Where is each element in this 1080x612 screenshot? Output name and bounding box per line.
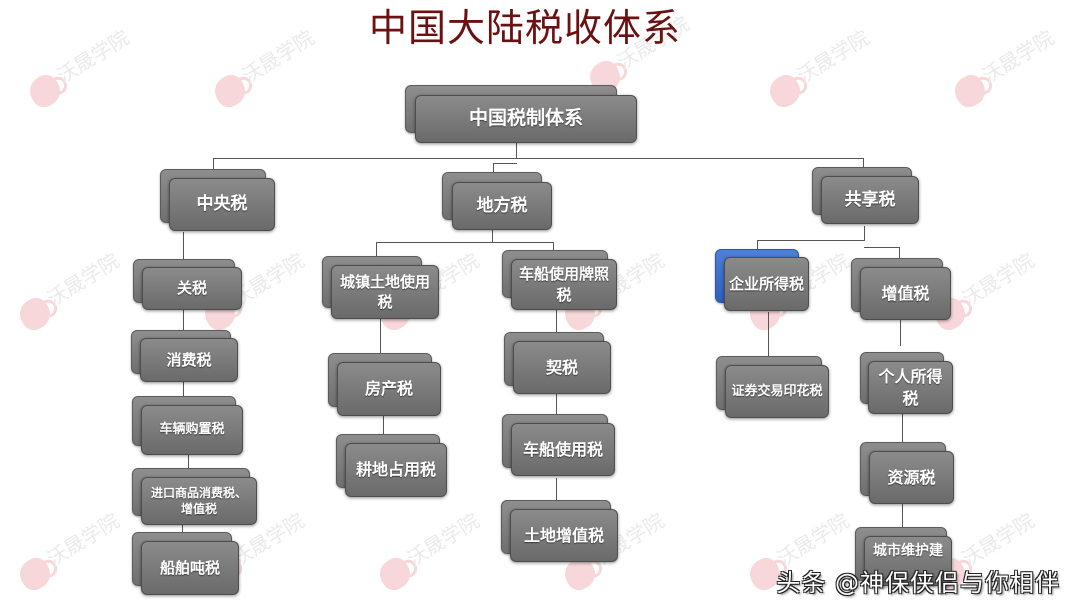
seal-logo-icon — [14, 553, 56, 595]
connector — [493, 163, 494, 173]
node-label: 关税 — [142, 267, 242, 310]
connector — [183, 232, 184, 260]
connector — [188, 455, 189, 469]
node-label: 个人所得税 — [868, 361, 953, 414]
connector — [516, 158, 864, 159]
node-label: 车船使用税 — [511, 423, 615, 476]
footer-credit: 头条 @神保侠侣与你相伴 — [776, 569, 1060, 597]
page-title: 中国大陆税收体系 — [368, 6, 681, 50]
node-label: 城镇土地使用税 — [331, 265, 439, 319]
node-label: 进口商品消费税、增值税 — [141, 477, 257, 525]
connector — [380, 318, 381, 354]
seal-logo-icon — [949, 70, 991, 112]
node-label: 共享税 — [821, 176, 919, 224]
connector — [492, 228, 493, 242]
node-label: 证券交易印花税 — [725, 365, 829, 418]
node-label: 房产税 — [337, 362, 441, 416]
node-label: 车辆购置税 — [141, 405, 243, 455]
node-label: 地方税 — [452, 182, 552, 230]
connector — [182, 523, 183, 535]
connector — [493, 163, 517, 164]
node-label: 中央税 — [169, 178, 275, 231]
node-label: 资源税 — [869, 451, 954, 504]
seal-logo-icon — [374, 553, 416, 595]
connector — [864, 226, 865, 240]
connector — [902, 502, 903, 528]
connector — [492, 242, 554, 243]
connector — [899, 247, 900, 259]
connector — [864, 247, 900, 248]
connector — [213, 158, 517, 159]
connector — [516, 142, 517, 158]
node-label: 中国税制体系 — [415, 95, 637, 143]
connector — [183, 310, 184, 332]
node-label: 消费税 — [140, 338, 238, 382]
seal-logo-icon — [209, 70, 251, 112]
seal-logo-icon — [764, 70, 806, 112]
connector — [757, 240, 758, 250]
connector — [556, 394, 557, 416]
connector — [553, 242, 554, 252]
node-label: 车船使用牌照税 — [511, 259, 617, 310]
connector — [376, 242, 377, 256]
node-label: 船舶吨税 — [141, 541, 239, 595]
connector — [900, 316, 901, 346]
connector — [902, 414, 903, 444]
connector — [383, 414, 384, 436]
connector — [213, 158, 214, 170]
node-label: 土地增值税 — [510, 509, 618, 562]
node-label: 企业所得税 — [724, 257, 809, 311]
node-label: 契税 — [513, 341, 611, 394]
connector — [183, 380, 184, 398]
connector — [556, 310, 557, 334]
seal-logo-icon — [14, 293, 56, 335]
connector — [863, 158, 864, 168]
node-label: 耕地占用税 — [345, 443, 447, 497]
seal-logo-icon — [24, 70, 66, 112]
connector — [768, 312, 769, 356]
connector — [757, 240, 865, 241]
connector — [556, 478, 557, 502]
node-label: 增值税 — [860, 267, 951, 320]
connector — [376, 242, 493, 243]
